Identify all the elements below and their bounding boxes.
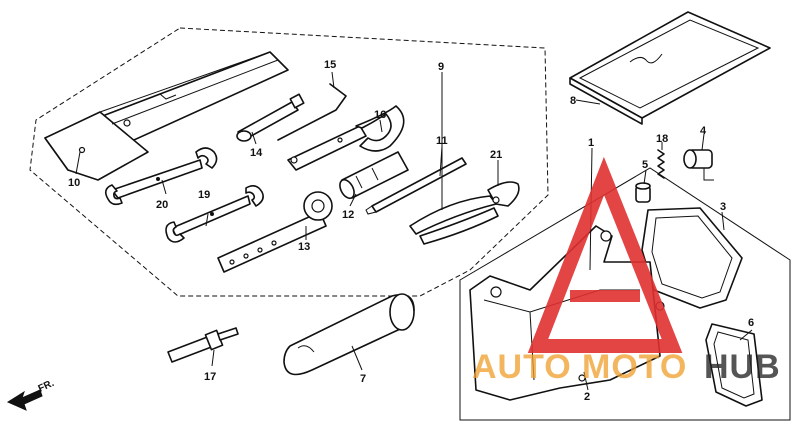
leader-lines <box>75 71 753 391</box>
bushing-5 <box>635 182 651 203</box>
direction-label: FR. <box>37 378 56 395</box>
wrench-20 <box>104 147 218 206</box>
gasket-6 <box>705 323 763 407</box>
label-18: 18 <box>656 133 668 145</box>
label-11: 11 <box>436 135 448 147</box>
sleeve-7 <box>283 293 415 376</box>
label-3: 3 <box>720 201 726 213</box>
label-8: 8 <box>570 95 576 107</box>
label-4: 4 <box>700 125 707 137</box>
label-2: 2 <box>584 391 590 403</box>
label-1: 1 <box>588 137 594 149</box>
toolkit-boundary <box>29 27 549 297</box>
pin-tool-17 <box>167 327 239 363</box>
screwdriver-handle-12 <box>339 151 409 200</box>
watermark-word-hub: HUB <box>704 348 781 386</box>
hex-key-15 <box>277 83 347 141</box>
label-10: 10 <box>68 177 80 189</box>
spring-18 <box>657 149 665 179</box>
pliers-21 <box>409 181 520 245</box>
box-wrench-14 <box>236 93 305 142</box>
label-12: 12 <box>342 209 354 221</box>
label-19: 19 <box>198 189 210 201</box>
watermark-triangle <box>527 156 683 353</box>
part-labels: 1 2 3 4 5 6 7 8 9 10 11 12 13 14 15 16 1… <box>68 59 754 403</box>
watermark-logo: AUTO MOTO HUB <box>472 156 781 386</box>
tool-case-2 <box>469 225 661 401</box>
case-boundary <box>459 167 791 421</box>
tool-bag <box>44 51 289 181</box>
wrench-19 <box>165 184 264 243</box>
label-15: 15 <box>324 59 336 71</box>
label-5: 5 <box>642 159 648 171</box>
label-14: 14 <box>250 147 263 159</box>
label-17: 17 <box>204 371 216 383</box>
label-21: 21 <box>490 149 502 161</box>
front-direction-arrow: FR. <box>6 378 56 411</box>
spanner-13 <box>217 191 333 273</box>
label-6: 6 <box>748 317 754 329</box>
owners-manual-8 <box>569 11 771 125</box>
lock-4 <box>683 149 714 181</box>
pin-spanner-16 <box>287 105 405 171</box>
label-20: 20 <box>156 199 168 211</box>
watermark-word-moto: MOTO <box>582 348 687 386</box>
label-16: 16 <box>374 109 386 121</box>
label-7: 7 <box>360 373 366 385</box>
label-9: 9 <box>438 61 444 73</box>
watermark-word-auto: AUTO <box>472 348 572 386</box>
label-13: 13 <box>298 241 310 253</box>
